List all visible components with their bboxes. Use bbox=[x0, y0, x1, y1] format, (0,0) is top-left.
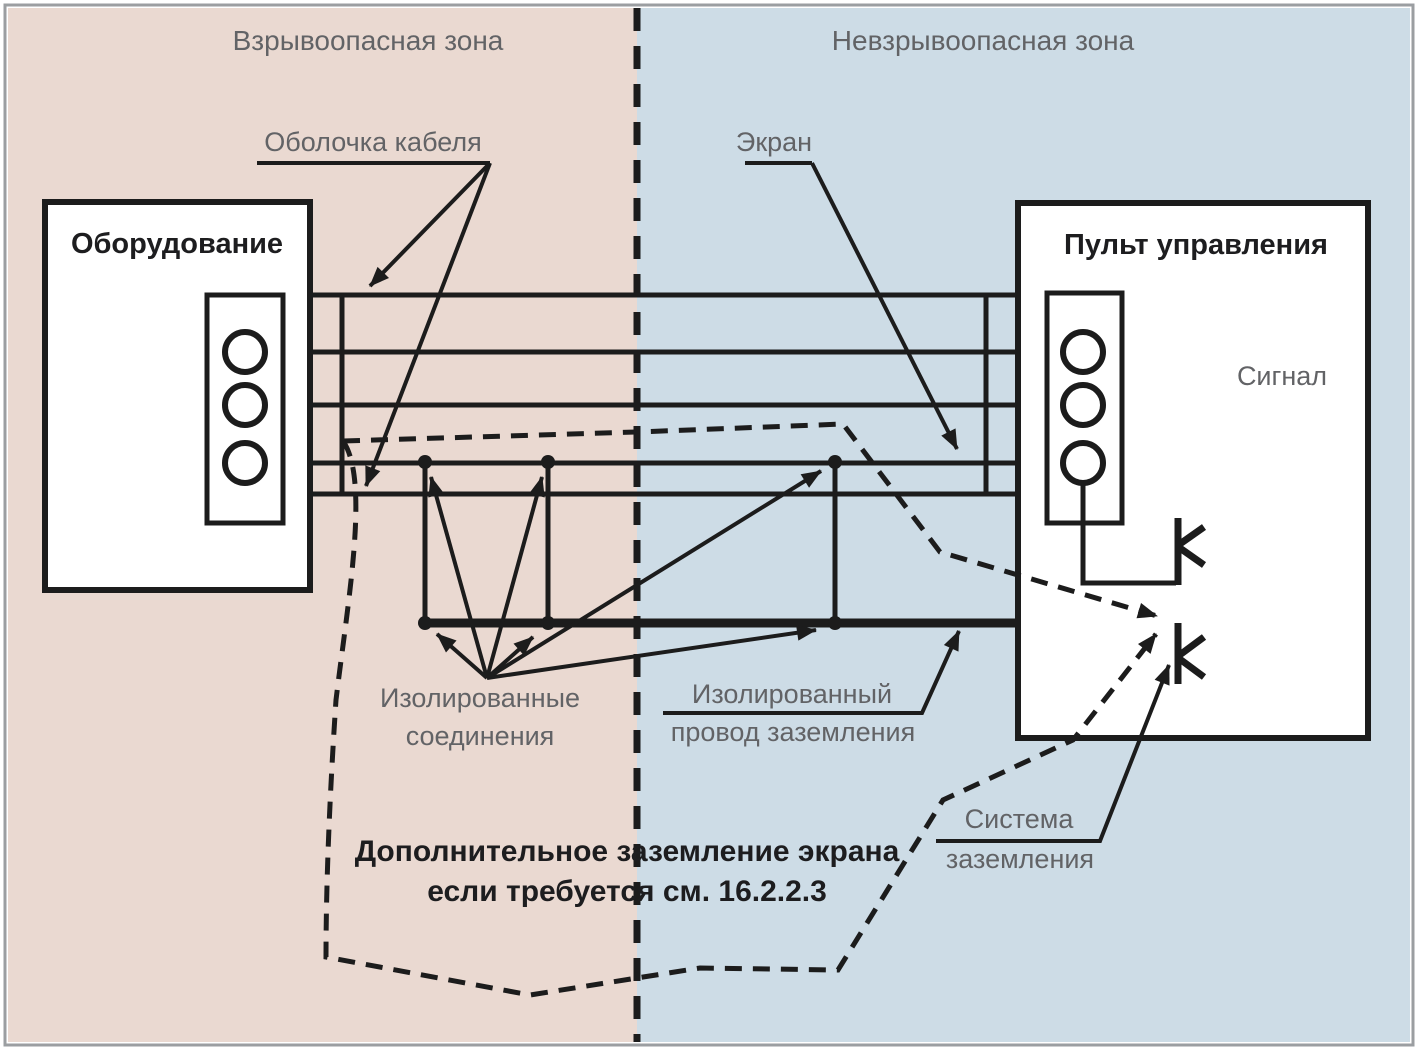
additional-grounding-dashed-path bbox=[323, 421, 1158, 998]
cable-sheath-leader bbox=[257, 161, 492, 487]
grounding-system-label-line2: заземления bbox=[946, 844, 1094, 874]
insulated-ground-wire-leader bbox=[663, 630, 961, 715]
signal-label: Сигнал bbox=[1237, 361, 1327, 391]
insulated-connections-label-line2: соединения bbox=[406, 721, 555, 751]
panel-screen-ground-link bbox=[1080, 483, 1176, 586]
insulated-ground-wire-label-line2: провод заземления bbox=[671, 717, 916, 747]
equipment-terminals bbox=[222, 329, 268, 486]
insulated-ground-wire-label-line1: Изолированный bbox=[692, 679, 892, 709]
equipment-box bbox=[42, 199, 313, 593]
non-hazardous-zone-label: Невзрывоопасная зона bbox=[832, 25, 1135, 56]
frame-border bbox=[3, 3, 1415, 1047]
panel-terminals bbox=[1060, 329, 1106, 486]
grounding-system-leader bbox=[936, 664, 1171, 843]
hazardous-zone-label: Взрывоопасная зона bbox=[233, 25, 504, 56]
grounding-system-label-line1: Система bbox=[965, 804, 1075, 834]
equipment-title: Оборудование bbox=[71, 228, 283, 260]
additional-grounding-note-line2: если требуется см. 16.2.2.3 bbox=[427, 875, 827, 908]
screen-label: Экран bbox=[736, 127, 812, 157]
equipment-terminal-block bbox=[204, 292, 286, 526]
insulated-connections-label-line1: Изолированные bbox=[380, 683, 580, 713]
insulated-connections-arrows bbox=[428, 469, 823, 680]
screen-ground-drops bbox=[422, 462, 838, 623]
cable-sheath-label: Оболочка кабеля bbox=[264, 127, 481, 157]
screen-leader bbox=[745, 161, 959, 450]
system-ground-symbol bbox=[1174, 623, 1207, 684]
panel-ground-symbol bbox=[1174, 518, 1207, 585]
insulated-connection-dots bbox=[418, 455, 842, 630]
additional-grounding-note-line1: Дополнительное заземление экрана bbox=[355, 835, 900, 868]
control-panel-title: Пульт управления bbox=[1064, 229, 1328, 261]
